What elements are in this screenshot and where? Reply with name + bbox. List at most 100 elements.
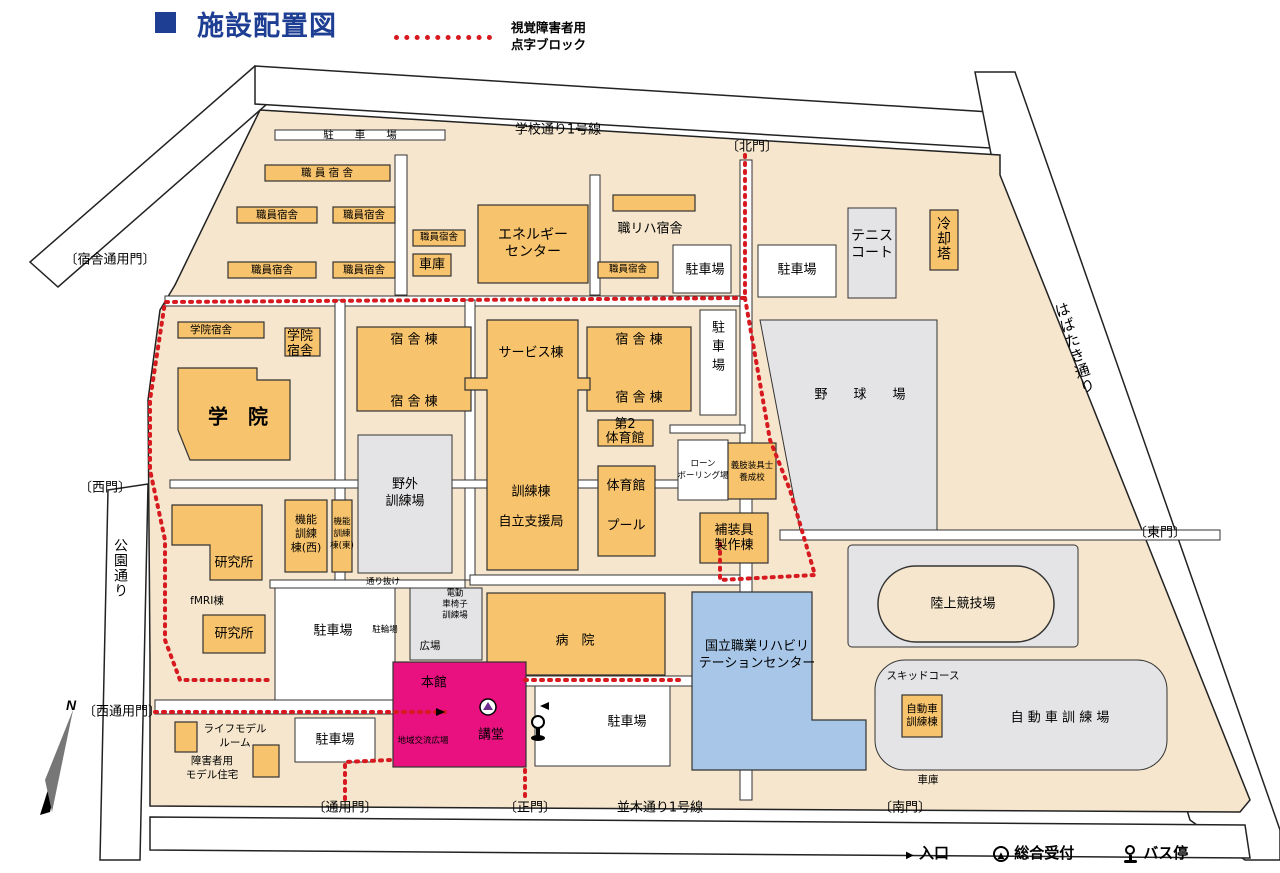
gymnasium: 体育館 <box>606 478 646 494</box>
staff-dorm-d: 職員宿舎 <box>251 264 293 276</box>
white-zones <box>274 129 837 767</box>
athletic-field: 陸上競技場 <box>930 596 996 612</box>
outdoor-training-area <box>357 434 453 574</box>
baseball-field-label: 野 球 場 <box>814 387 906 403</box>
dorm-1: 宿 舎 棟 <box>390 332 438 348</box>
roads <box>28 65 1280 861</box>
gate-west-service: 〔西通用門〕 <box>82 704 162 720</box>
legend-bus-stop: バス停 <box>1124 842 1188 863</box>
staff-dorm-b: 職員宿舎 <box>256 209 298 221</box>
title-square-icon <box>155 12 176 33</box>
dorm-3: 宿 舎 棟 <box>615 332 663 348</box>
research-1: 研究所 <box>214 555 254 571</box>
tennis-court <box>847 207 897 299</box>
community-plaza: 地域交流広場 <box>397 736 449 746</box>
entrance-icon: ▶ <box>906 850 914 861</box>
entrance-west <box>436 708 445 716</box>
service-building: サービス棟 <box>498 345 564 361</box>
running-track <box>877 565 1055 643</box>
model-house: 障害者用 モデル住宅 <box>185 755 239 781</box>
road-school: 学校通り1号線 <box>514 122 602 138</box>
top-parking: 駐 車 場 <box>323 129 397 141</box>
staff-dorm-a: 職 員 宿 舎 <box>300 167 354 179</box>
outdoor-training: 野外 訓練場 <box>385 477 425 509</box>
legend-bus-stop-label: バス停 <box>1143 844 1189 862</box>
gate-main: 〔正門〕 <box>503 800 557 816</box>
training-building: 訓練棟 <box>511 484 551 500</box>
passage: 通り抜け <box>365 577 401 587</box>
prosthetics-school: 義肢装具士 養成校 <box>730 461 774 483</box>
garage: 車庫 <box>418 257 446 273</box>
energy-center: エネルギー センター <box>498 227 568 260</box>
parking-1: 駐車場 <box>685 262 725 278</box>
vocational-center: 国立職業リハビリ テーションセンター <box>698 639 816 671</box>
entrance-east <box>540 702 549 710</box>
pool: プール <box>606 518 646 534</box>
parking-vertical: 駐車場 <box>709 320 724 377</box>
parking-4: 駐車場 <box>607 714 647 730</box>
page-title: 施設配置図 <box>197 11 337 42</box>
road-park: 公園通り <box>112 538 128 598</box>
car-training-area <box>874 659 1168 771</box>
reception-legend-icon: ▲ <box>993 845 1009 862</box>
plaza: 広場 <box>419 640 441 652</box>
svg-text:N: N <box>66 697 77 713</box>
entrance-markers <box>436 702 549 716</box>
research-2: 研究所 <box>214 626 254 642</box>
main-building[interactable]: 本館 <box>420 675 448 691</box>
tennis-court: テニス コート <box>851 228 893 261</box>
staff-dorm-f: 職員宿舎 <box>419 232 459 243</box>
cooling-tower: 冷却塔 <box>935 216 951 261</box>
hospital: 病 院 <box>555 633 595 649</box>
car-training-building: 自動車 訓練棟 <box>906 703 938 728</box>
staff-dorm-h: 職員宿舎 <box>608 264 648 275</box>
gate-south: 〔南門〕 <box>878 800 932 816</box>
staff-dorm-c: 職員宿舎 <box>343 209 385 221</box>
ewheelchair-area <box>409 587 483 661</box>
gate-east: 〔東門〕 <box>1133 525 1187 541</box>
fmri-building: fMRI棟 <box>190 595 224 607</box>
buildings <box>171 164 959 778</box>
vocational-center-shape <box>691 591 867 771</box>
tactile-legend-line1: 視覚障害者用 <box>511 20 587 35</box>
road-south <box>149 816 1251 859</box>
func-training-west: 機能 訓練 棟(西) <box>290 513 322 554</box>
legend-reception: ▲ 総合受付 <box>993 842 1074 863</box>
bus-stop-legend-icon <box>1124 844 1138 863</box>
garage-2: 車庫 <box>917 774 939 786</box>
auditorium[interactable]: 講堂 <box>477 727 505 743</box>
staff-dorm-e: 職員宿舎 <box>343 264 385 276</box>
bus-stop-icon <box>531 715 545 741</box>
north-arrow-icon: N <box>40 697 77 815</box>
gate-service: 〔通用門〕 <box>312 800 378 816</box>
tactile-legend-text: 視覚障害者用 点字ブロック <box>511 19 586 53</box>
parking-5: 駐車場 <box>315 732 355 748</box>
tactile-legend-line <box>394 35 492 40</box>
gate-west: 〔西門〕 <box>78 480 132 496</box>
road-namiki: 並木通り1号線 <box>616 800 704 816</box>
bicycle-parking: 駐輪場 <box>372 625 398 635</box>
parking-2: 駐車場 <box>777 262 817 278</box>
legend-reception-label: 総合受付 <box>1014 844 1075 862</box>
dorm-2: 宿 舎 棟 <box>390 394 438 410</box>
lawn-bowling: ローン ボーリング場 <box>677 459 729 481</box>
gate-north: 〔北門〕 <box>725 139 779 155</box>
reception-triangle <box>483 702 493 710</box>
func-training-east: 機能 訓練 棟(東) <box>330 517 354 551</box>
independence-bureau: 自立支援局 <box>498 514 564 530</box>
tactile-legend-line2: 点字ブロック <box>511 37 587 52</box>
legend-entrance: ▶ 入口 <box>906 842 949 863</box>
baseball-field <box>759 319 938 531</box>
main-building-shape <box>392 661 527 768</box>
legend-entrance-label: 入口 <box>918 844 949 862</box>
gym-2: 第2 体育館 <box>605 417 645 446</box>
car-training-field: 自 動 車 訓 練 場 <box>1010 710 1110 726</box>
rehab-dorm: 職リハ宿舎 <box>617 221 683 237</box>
skid-course: スキッドコース <box>886 670 960 682</box>
academy-dorm2: 学院 宿舎 <box>286 329 314 359</box>
academy: 学 院 <box>208 404 268 429</box>
life-model-room: ライフモデル ルーム <box>203 723 267 749</box>
road-west <box>99 483 149 861</box>
prosthetics-workshop: 補装具 製作棟 <box>714 523 754 553</box>
